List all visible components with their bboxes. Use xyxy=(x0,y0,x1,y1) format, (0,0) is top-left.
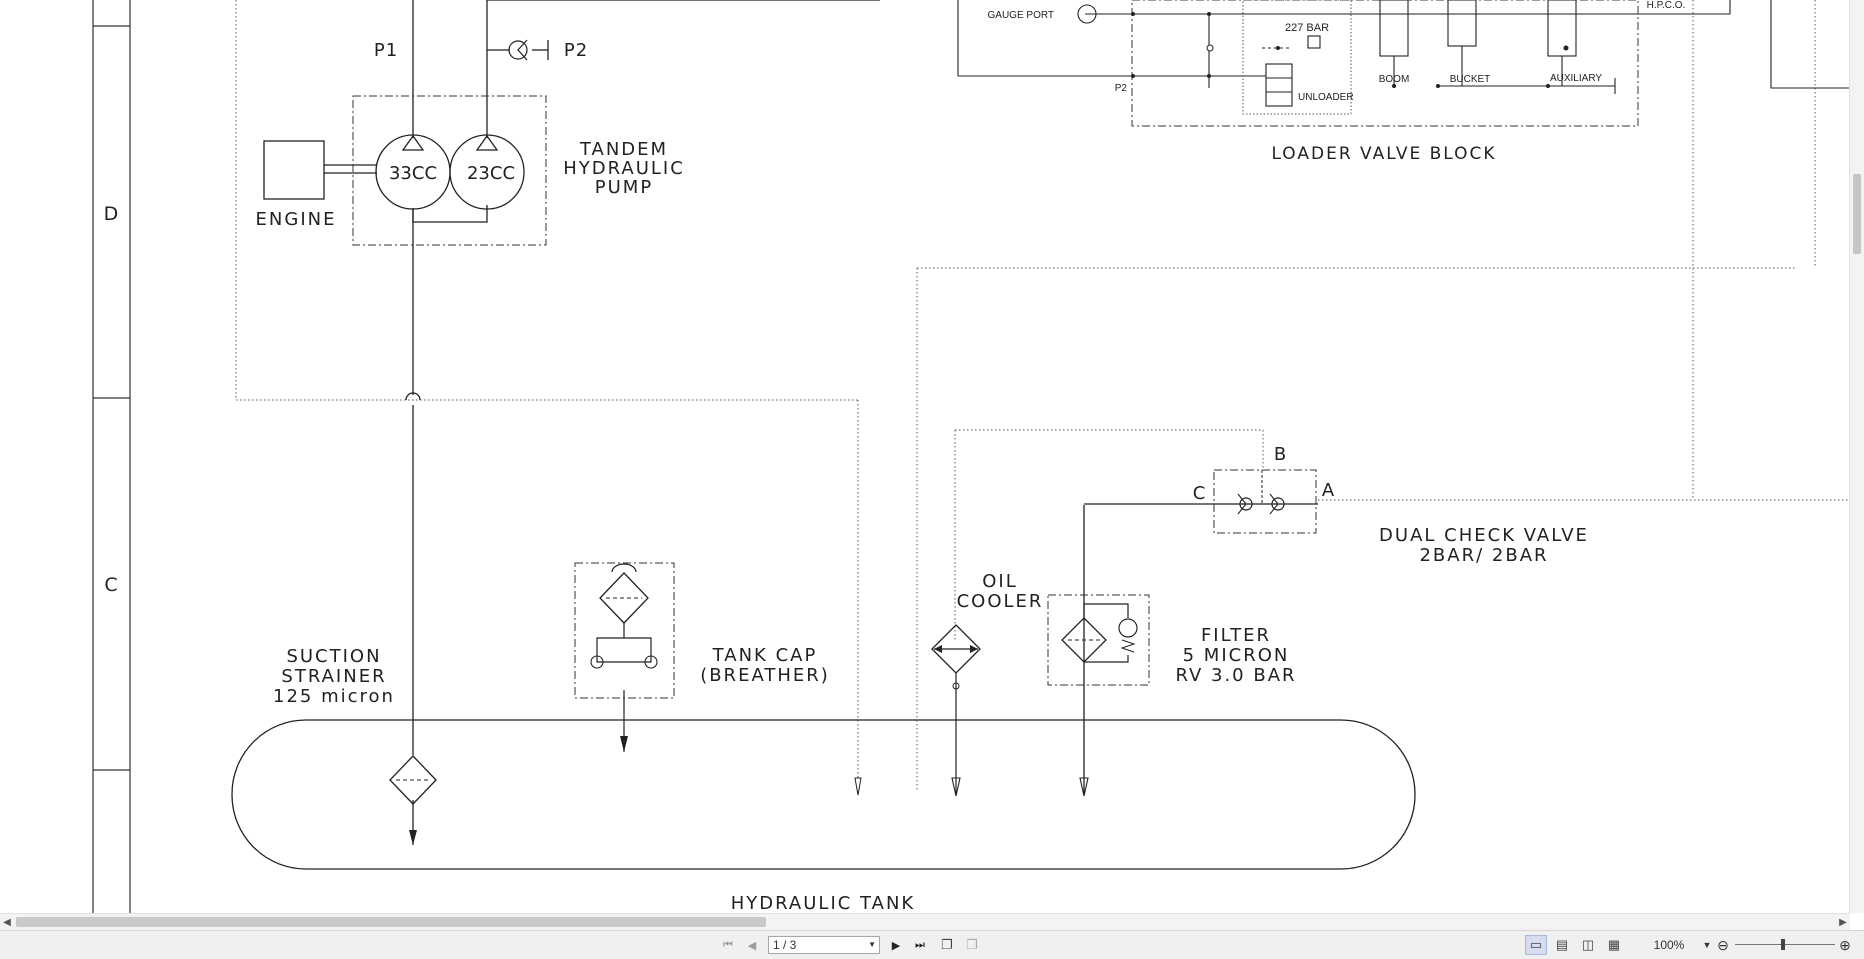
page-indicator-text: 1 / 3 xyxy=(773,938,797,952)
dcv-port-a: A xyxy=(1322,480,1335,501)
hydraulic-schematic: D C P1 P2 33CC 23CC TANDEM HYDRAULIC PUM… xyxy=(92,0,1850,913)
page-number-field[interactable]: 1 / 3 ▼ xyxy=(768,936,880,954)
row-label-d: D xyxy=(104,203,119,225)
tank-cap-line2: (BREATHER) xyxy=(700,665,830,686)
pump-title-line2: HYDRAULIC xyxy=(563,158,685,179)
single-page-view-icon[interactable]: ▭ xyxy=(1525,935,1547,955)
tank-cap-line1: TANK CAP xyxy=(712,645,818,666)
spool-bucket-label: BUCKET xyxy=(1450,74,1491,85)
engine-label: ENGINE xyxy=(256,209,337,230)
zoom-in-icon[interactable]: ⊕ xyxy=(1839,936,1851,953)
zoom-dropdown-icon[interactable]: ▼ xyxy=(1702,940,1712,950)
scroll-right-icon[interactable]: ▶ xyxy=(1839,916,1847,928)
zoom-out-icon[interactable]: ⊖ xyxy=(1717,936,1729,953)
pump-33cc-label: 33CC xyxy=(389,163,437,184)
zoom-level[interactable]: 100% xyxy=(1653,938,1685,952)
oil-cooler-line1: OIL xyxy=(982,571,1018,592)
vertical-scroll-thumb[interactable] xyxy=(1853,174,1861,254)
pump-title-line3: PUMP xyxy=(595,177,653,198)
status-bar: ⏮ ◀ 1 / 3 ▼ ▶ ⏭ ❐ ❐ ▭ ▤ ◫ ▦ 100% ▼ ⊖ ⊕ xyxy=(0,930,1864,959)
spool-boom-label: BOOM xyxy=(1379,74,1410,85)
copy-icon[interactable]: ❐ xyxy=(941,937,953,952)
suction-strainer-line3: 125 micron xyxy=(273,686,395,707)
scroll-left-icon[interactable]: ◀ xyxy=(3,916,11,928)
dcv-line1: DUAL CHECK VALVE xyxy=(1379,525,1589,546)
zoom-slider-track[interactable] xyxy=(1735,944,1835,945)
pump-title-line1: TANDEM xyxy=(579,139,668,160)
vertical-scrollbar[interactable] xyxy=(1849,0,1864,913)
cover-view-icon[interactable]: ▦ xyxy=(1607,937,1621,952)
filter-line3: RV 3.0 BAR xyxy=(1175,665,1296,686)
last-page-icon[interactable]: ⏭ xyxy=(915,938,925,951)
first-page-icon[interactable]: ⏮ xyxy=(723,938,733,951)
loader-valve-block-label: LOADER VALVE BLOCK xyxy=(1271,144,1496,164)
port-p2-label: P2 xyxy=(564,40,588,61)
hpco-label: H.P.C.O. xyxy=(1647,0,1686,11)
pump-23cc-label: 23CC xyxy=(467,163,515,184)
spool-auxiliary-label: AUXILIARY xyxy=(1550,73,1602,84)
next-page-icon[interactable]: ▶ xyxy=(891,939,901,952)
row-label-c: C xyxy=(104,574,117,596)
chevron-down-icon[interactable]: ▼ xyxy=(868,940,876,949)
facing-view-icon[interactable]: ◫ xyxy=(1581,937,1595,952)
suction-strainer-line2: STRAINER xyxy=(281,666,386,687)
horizontal-scrollbar[interactable]: ◀ ▶ xyxy=(0,913,1850,930)
copy-alt-icon[interactable]: ❐ xyxy=(966,937,978,952)
horizontal-scroll-thumb[interactable] xyxy=(16,917,766,927)
oil-cooler-line2: COOLER xyxy=(957,591,1044,612)
zoom-slider-handle[interactable] xyxy=(1781,939,1785,950)
continuous-view-icon[interactable]: ▤ xyxy=(1555,937,1569,952)
loader-p2-label: P2 xyxy=(1115,83,1128,94)
dcv-line2: 2BAR/ 2BAR xyxy=(1419,545,1548,566)
unloader-label: UNLOADER xyxy=(1298,92,1354,103)
filter-line1: FILTER xyxy=(1201,625,1271,646)
dcv-port-b: B xyxy=(1274,444,1286,465)
relief-227-bar-label: 227 BAR xyxy=(1285,22,1329,34)
port-p1-label: P1 xyxy=(374,40,398,61)
document-viewport[interactable]: D C P1 P2 33CC 23CC TANDEM HYDRAULIC PUM… xyxy=(0,0,1864,913)
filter-line2: 5 MICRON xyxy=(1183,645,1290,666)
gauge-port-label: GAUGE PORT xyxy=(988,10,1055,21)
prev-page-icon[interactable]: ◀ xyxy=(747,939,757,952)
dcv-port-c: C xyxy=(1193,483,1206,504)
hydraulic-tank-label: HYDRAULIC TANK xyxy=(731,893,915,913)
suction-strainer-line1: SUCTION xyxy=(286,646,381,667)
